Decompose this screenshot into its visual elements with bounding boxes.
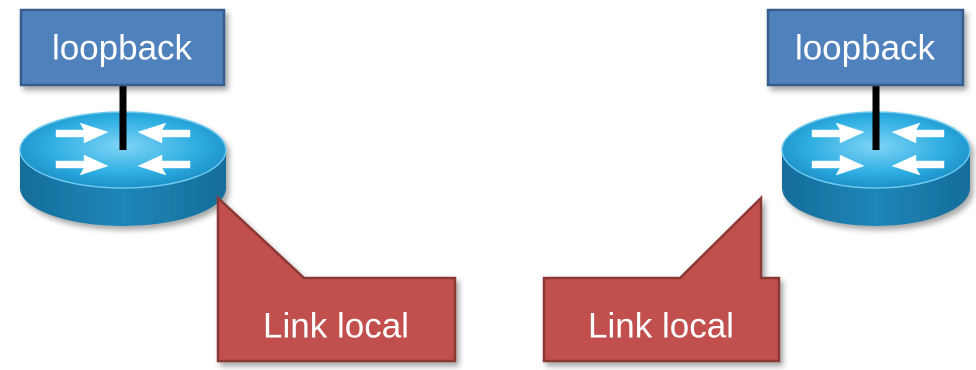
right-router: loopback [766, 8, 971, 226]
loopback-label: loopback [52, 29, 193, 68]
link-local-label: Link local [588, 307, 734, 346]
link-local-label: Link local [263, 307, 409, 346]
link-local-callout-left: Link local [216, 195, 457, 363]
loopback-box: loopback [19, 8, 226, 87]
link-local-callout-right: Link local [542, 195, 781, 363]
loopback-label: loopback [795, 29, 936, 68]
loopback-box: loopback [766, 8, 965, 87]
left-router: loopback [19, 8, 227, 226]
